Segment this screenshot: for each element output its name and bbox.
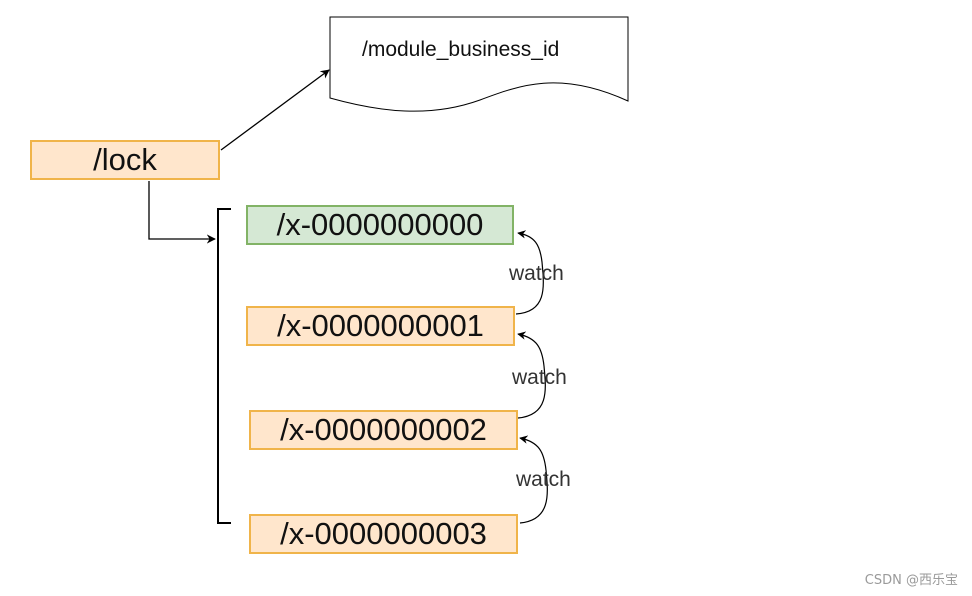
- watch-curve-3: [519, 435, 548, 524]
- node-0: /x-0000000000: [246, 205, 514, 245]
- node-0-label: /x-0000000000: [276, 207, 484, 242]
- node-2-label: /x-0000000002: [280, 412, 487, 447]
- watch-label-3: watch: [516, 468, 571, 491]
- watch-curve-1: [515, 230, 544, 315]
- lock-node-label: /lock: [93, 142, 157, 177]
- watch-curve-2: [517, 331, 546, 419]
- watch-label-2: watch: [512, 366, 567, 389]
- node-1: /x-0000000001: [246, 306, 515, 346]
- node-3-label: /x-0000000003: [280, 516, 487, 551]
- lock-to-children-connector: [148, 181, 216, 244]
- lock-node: /lock: [30, 140, 220, 180]
- watch-label-1: watch: [509, 262, 564, 285]
- document-shape: [329, 16, 629, 112]
- node-1-label: /x-0000000001: [277, 308, 484, 343]
- node-3: /x-0000000003: [249, 514, 518, 554]
- node-2: /x-0000000002: [249, 410, 518, 450]
- document-label: /module_business_id: [362, 38, 560, 61]
- children-bracket: [217, 208, 231, 524]
- watermark: CSDN @西乐宝: [864, 573, 958, 588]
- lock-to-document-arrow: [220, 69, 330, 151]
